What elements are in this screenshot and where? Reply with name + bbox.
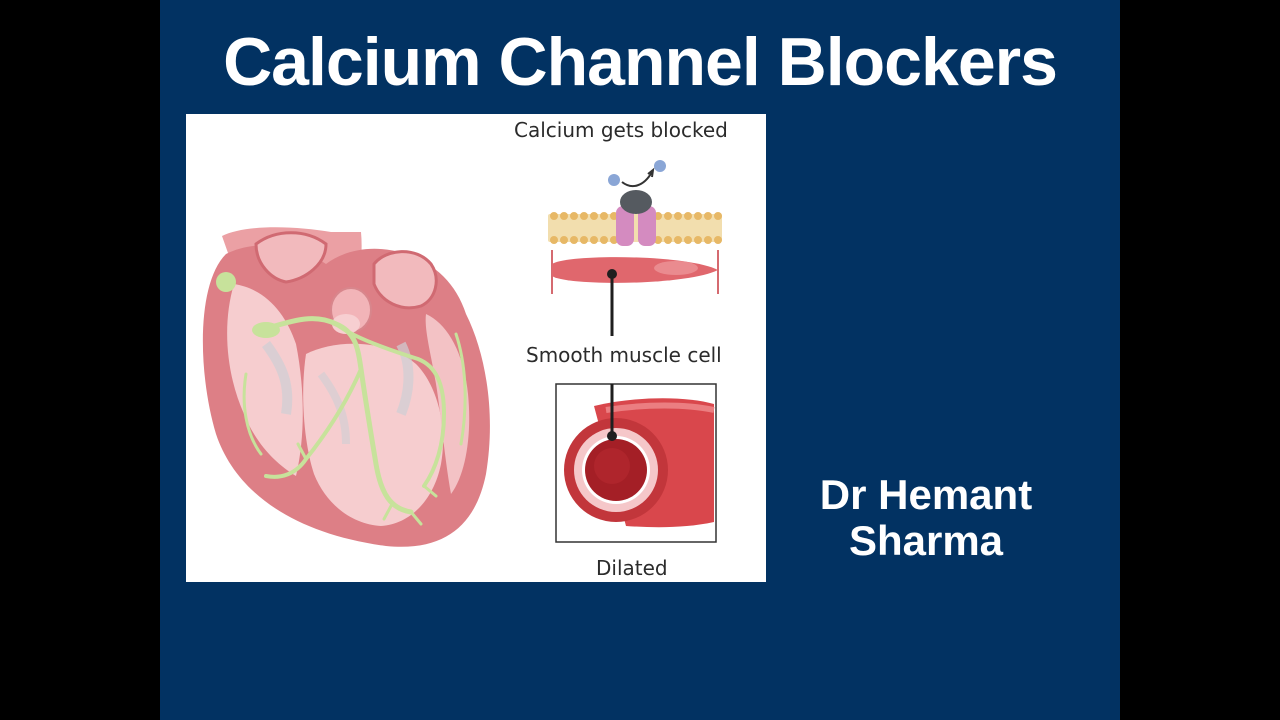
dilated-vessel-icon <box>555 383 717 543</box>
label-smooth-muscle-cell: Smooth muscle cell <box>526 343 722 367</box>
label-calcium-blocked: Calcium gets blocked <box>514 118 728 142</box>
author-name-line2: Sharma <box>848 517 1004 564</box>
heart-illustration <box>202 227 490 547</box>
author-name-line1: Dr Hemant <box>819 471 1033 518</box>
smooth-muscle-cell-icon <box>551 250 719 336</box>
calcium-channel-icon <box>548 160 722 246</box>
figure-panel: Calcium gets blocked Smooth muscle cell … <box>186 114 766 582</box>
figure-illustration <box>202 160 722 547</box>
slide: Calcium Channel Blockers <box>160 0 1120 720</box>
slide-title: Calcium Channel Blockers <box>223 24 1058 100</box>
author-name: Dr Hemant Sharma <box>796 472 1056 564</box>
label-dilated: Dilated <box>596 556 668 580</box>
